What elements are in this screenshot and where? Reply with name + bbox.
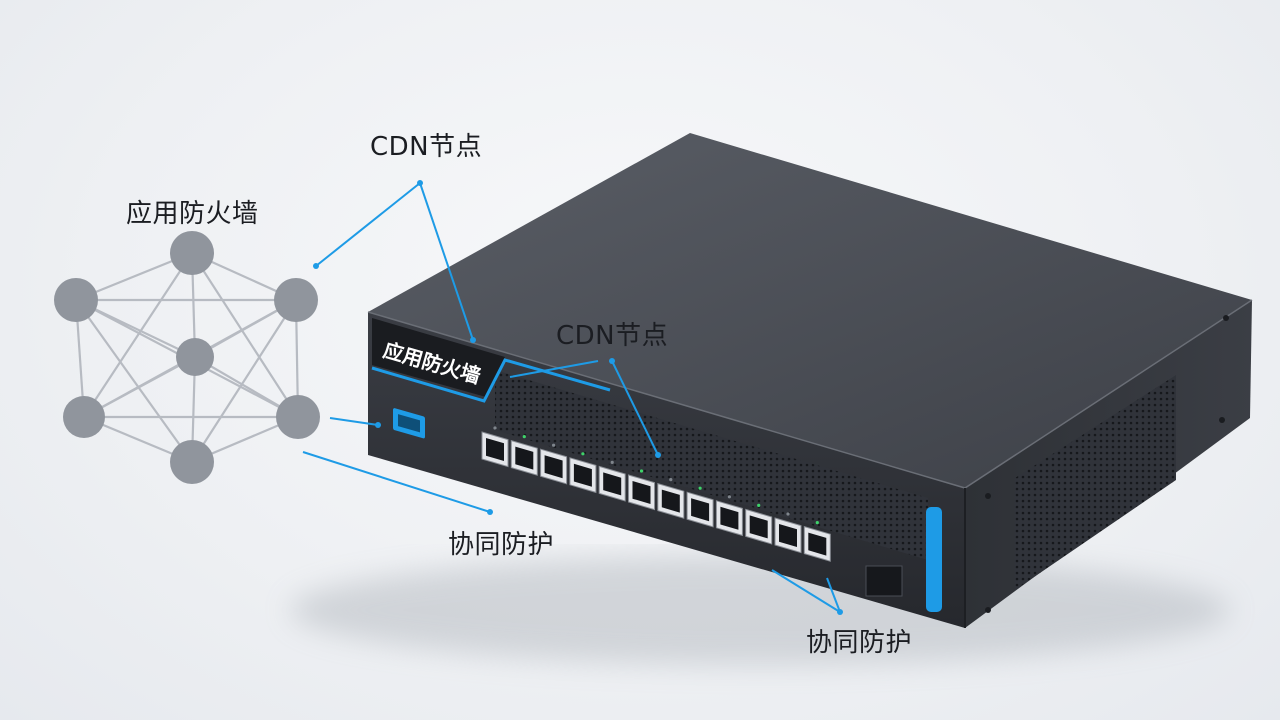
ethernet-port-icon <box>774 512 802 554</box>
ethernet-port-icon <box>569 452 597 494</box>
console-port <box>865 565 903 597</box>
graph-node <box>54 278 98 322</box>
graph-node <box>176 338 214 376</box>
graph-node <box>63 396 105 438</box>
ethernet-port-icon <box>540 443 568 485</box>
label-collab-defense-right: 协同防护 <box>806 628 913 658</box>
ethernet-port-icon <box>510 435 538 476</box>
callout-lines <box>302 182 841 613</box>
status-led-strip <box>926 507 942 612</box>
firewall-device: 应用防火墙 <box>367 133 1253 628</box>
ethernet-port-icon <box>481 426 509 468</box>
graph-node <box>170 440 214 484</box>
label-collab-defense-left: 协同防护 <box>448 530 555 560</box>
usb-port-icon <box>393 408 425 439</box>
network-graph-icon <box>54 231 320 484</box>
graph-node <box>274 278 318 322</box>
graph-node <box>170 231 214 275</box>
ethernet-port-icon <box>628 469 655 511</box>
ethernet-port-icon <box>803 521 831 562</box>
graph-node <box>276 395 320 439</box>
ethernet-port-icon <box>715 495 743 537</box>
device-shadow <box>290 555 1230 665</box>
ethernet-port-icon <box>657 478 685 519</box>
brand-plate <box>372 318 505 397</box>
label-firewall: 应用防火墙 <box>126 199 259 229</box>
ethernet-port-icon <box>745 503 773 545</box>
label-cdn-node-top: CDN节点 <box>370 132 483 162</box>
ethernet-port-icon <box>686 486 714 528</box>
ethernet-port-icon <box>598 460 626 502</box>
label-cdn-node-middle: CDN节点 <box>556 321 669 351</box>
ethernet-port-row <box>481 426 831 562</box>
